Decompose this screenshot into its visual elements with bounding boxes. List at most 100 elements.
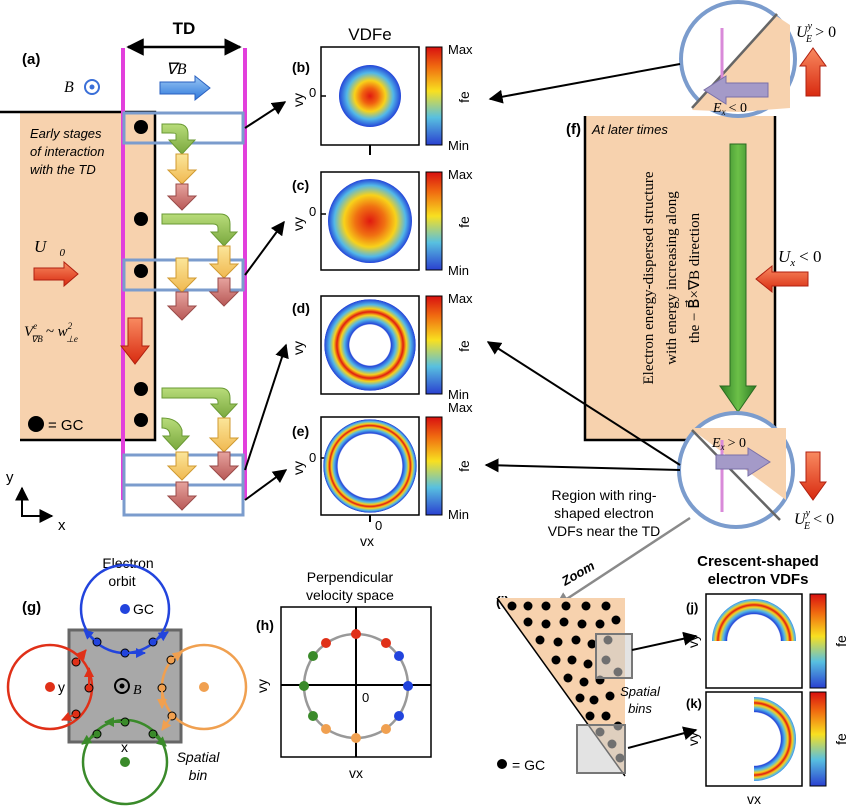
velocity-point-red bbox=[351, 629, 361, 639]
drift-arrows-group-3 bbox=[161, 387, 240, 511]
crescent-k bbox=[754, 697, 796, 781]
vdf-b-zero: 0 bbox=[309, 85, 316, 100]
later-times-label: At later times bbox=[591, 122, 668, 137]
crescent-vx: vx bbox=[747, 791, 761, 807]
vdf-panel-b: (b) vy 0 Max Min fe bbox=[290, 42, 473, 155]
ue-top-arrow bbox=[799, 47, 827, 97]
top-zoom-boundary bbox=[691, 13, 778, 109]
vdf-panel-c: (c) vy 0 Max Min fe bbox=[290, 167, 473, 278]
gc-dot bbox=[134, 382, 148, 396]
spatial-bins-line1: Spatial bbox=[620, 684, 661, 699]
grad-b-label: ∇B bbox=[166, 61, 187, 78]
gc-dot bbox=[134, 212, 148, 226]
crescent-j bbox=[712, 599, 796, 641]
panel-k-label: (k) bbox=[686, 696, 702, 711]
gc-legend-dot-i bbox=[497, 759, 507, 769]
arrow-bin-to-c bbox=[244, 220, 285, 276]
arrow-bottom-circle-to-d bbox=[486, 341, 681, 466]
crescent-title-line1: Crescent-shaped bbox=[697, 553, 819, 570]
vdf-d-fe: fe bbox=[456, 340, 472, 352]
ex-top-arrow bbox=[703, 75, 769, 105]
panel-f: (f) At later times Electron energy-dispe… bbox=[484, 0, 836, 608]
energy-dispersed-line3: the − B⃗×∇B direction bbox=[684, 212, 703, 343]
arrow-bottom-circle-to-e bbox=[484, 458, 681, 473]
ex-bot-label: Ex> 0 bbox=[711, 436, 746, 452]
vdf-panel-e-label: (e) bbox=[292, 423, 309, 439]
gc-legend-i: = GC bbox=[512, 757, 545, 773]
spatial-bin-upper bbox=[595, 633, 633, 679]
velocity-point-green bbox=[308, 711, 318, 721]
panel-g-label: (g) bbox=[22, 599, 41, 616]
b-out-icon bbox=[114, 678, 130, 694]
drift-arrows-group-1 bbox=[161, 123, 198, 211]
velocity-point-green bbox=[308, 651, 318, 661]
panel-a: (a) TD B⃗ ∇B Early stages of interaction… bbox=[0, 19, 289, 534]
gc-label: GC bbox=[133, 601, 154, 617]
vdf-b-vy: vy bbox=[290, 93, 306, 107]
velocity-vx: vx bbox=[349, 765, 363, 781]
vdf-e-zero: 0 bbox=[309, 450, 316, 465]
crescent-j-colorbar bbox=[809, 593, 827, 689]
crescent-j-fe: fe bbox=[833, 635, 849, 647]
vdf-panel-d: (d) vy Max Min fe bbox=[290, 291, 473, 402]
arrow-top-circle-to-b bbox=[488, 63, 681, 104]
region-ring-line3: VDFs near the TD bbox=[548, 523, 661, 539]
gc-blue bbox=[120, 604, 130, 614]
vdf-c-colorbar bbox=[425, 171, 443, 271]
early-stages-line1: Early stages bbox=[30, 126, 102, 141]
u0-arrow bbox=[33, 260, 79, 288]
region-ring-line2: shaped electron bbox=[554, 505, 654, 521]
vdf-d-vy: vy bbox=[290, 341, 306, 355]
ux-arrow bbox=[755, 264, 809, 294]
gc-dot bbox=[134, 413, 148, 427]
arrow-bin-to-b bbox=[244, 101, 287, 129]
gc-dot bbox=[134, 120, 148, 134]
velocity-space-title-line2: velocity space bbox=[306, 587, 394, 603]
vdf-panel-e: (e) vy 0 Max Min fe 0 vx bbox=[290, 400, 473, 549]
later-plasma-region bbox=[585, 116, 775, 440]
vdf-c-min: Min bbox=[448, 263, 469, 278]
x-label: x bbox=[121, 739, 128, 755]
gc-green bbox=[120, 757, 130, 767]
ue-bot-arrow bbox=[799, 451, 827, 501]
vdf-e-fe: fe bbox=[456, 460, 472, 472]
velocity-origin-zero: 0 bbox=[362, 690, 369, 705]
u0-label: U⃗0 bbox=[34, 237, 66, 259]
drift-arrows-group-2 bbox=[161, 213, 240, 321]
velocity-point-orange bbox=[321, 724, 331, 734]
panel-j-label: (j) bbox=[686, 600, 698, 615]
early-stages-line2: of interaction bbox=[30, 144, 104, 159]
velocity-vy: vy bbox=[254, 679, 270, 693]
grad-b-arrow bbox=[159, 74, 211, 102]
velocity-point-green bbox=[299, 681, 309, 691]
ex-bot-arrow bbox=[715, 447, 771, 477]
panel-i: (i) Spatial bins = GC bbox=[496, 593, 698, 777]
spatial-bin-label-line2: bin bbox=[189, 767, 208, 783]
plasma-boundary bbox=[0, 110, 157, 442]
vdf-d-min: Min bbox=[448, 387, 469, 402]
velocity-point-red bbox=[381, 638, 391, 648]
spatial-bins-line2: bins bbox=[628, 701, 652, 716]
early-stages-line3: with the TD bbox=[30, 162, 96, 177]
velocity-point-blue bbox=[403, 681, 413, 691]
arrow-bin-to-e bbox=[244, 469, 288, 501]
td-label: TD bbox=[173, 19, 196, 38]
vdf-d-max: Max bbox=[448, 291, 473, 306]
vdf-bottom-zero: 0 bbox=[375, 518, 382, 533]
panel-a-label: (a) bbox=[22, 51, 40, 68]
vdf-bottom-vx: vx bbox=[360, 533, 374, 549]
panel-f-label: (f) bbox=[566, 121, 581, 138]
spatial-bin-label-line1: Spatial bbox=[177, 749, 221, 765]
bottom-zoom-boundary bbox=[691, 429, 781, 521]
gc-orange bbox=[199, 682, 209, 692]
vdf-b-colorbar bbox=[425, 46, 443, 146]
ex-top-label: Ex< 0 bbox=[712, 101, 747, 117]
vdf-e-vy: vy bbox=[290, 461, 306, 475]
b-label: B⃗ bbox=[133, 683, 152, 698]
arrow-bin-to-k bbox=[627, 726, 698, 749]
crescent-panels: Crescent-shaped electron VDFs (j) vy fe … bbox=[685, 553, 849, 807]
vgradb-arrow bbox=[119, 317, 151, 365]
